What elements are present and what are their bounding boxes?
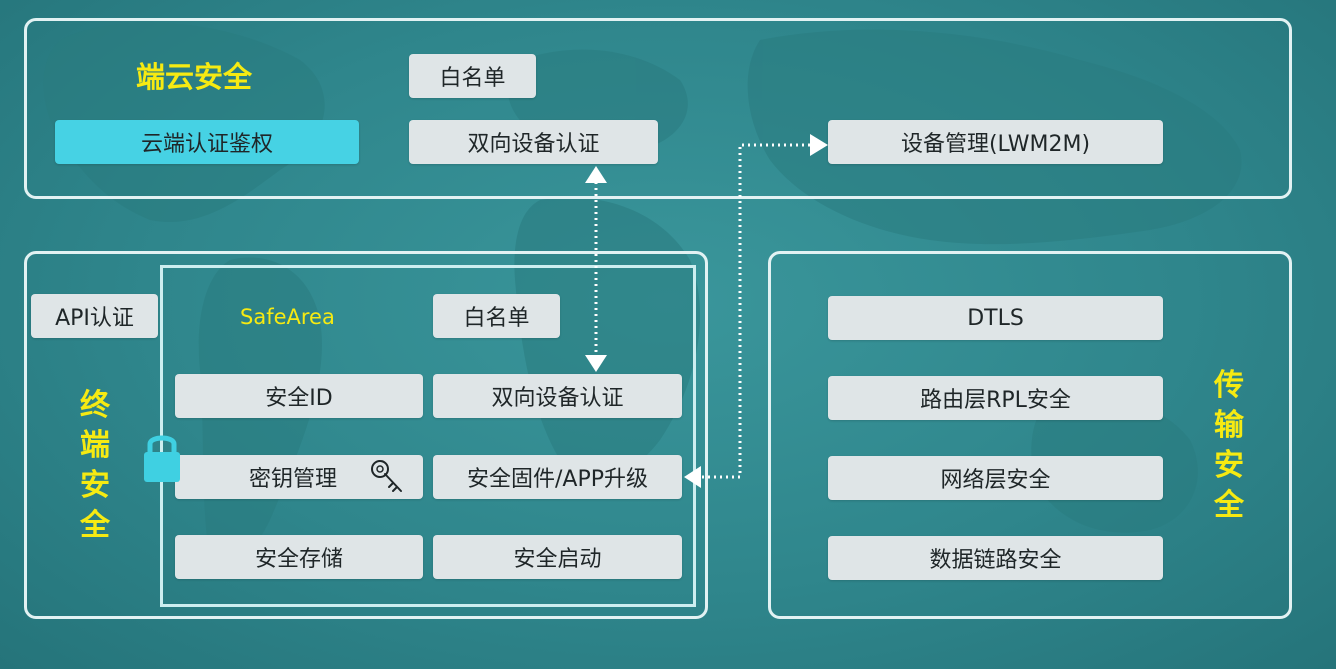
secure-id-box: 安全ID <box>175 374 423 418</box>
cloud-auth-box: 云端认证鉴权 <box>55 120 359 164</box>
secure-firmware-upgrade-box: 安全固件/APP升级 <box>433 455 682 499</box>
terminal-whitelist-box: 白名单 <box>433 294 560 338</box>
transport-item-data-link: 数据链路安全 <box>828 536 1163 580</box>
cloud-mutual-auth-box: 双向设备认证 <box>409 120 658 164</box>
transport-item-network-layer: 网络层安全 <box>828 456 1163 500</box>
key-icon <box>371 460 402 492</box>
secure-storage-box: 安全存储 <box>175 535 423 579</box>
api-auth-box: API认证 <box>31 294 158 338</box>
transport-item-rpl: 路由层RPL安全 <box>828 376 1163 420</box>
cloud-whitelist-box: 白名单 <box>409 54 536 98</box>
key-management-box: 密钥管理 <box>175 455 423 499</box>
safearea-label: SafeArea <box>240 305 335 329</box>
transport-item-dtls: DTLS <box>828 296 1163 340</box>
cloud-security-title: 端云安全 <box>136 60 253 94</box>
secure-boot-box: 安全启动 <box>433 535 682 579</box>
terminal-mutual-auth-box: 双向设备认证 <box>433 374 682 418</box>
terminal-security-title: 终端安全 <box>80 388 110 543</box>
cloud-security-panel <box>24 18 1292 199</box>
lock-icon <box>144 435 180 482</box>
key-management-label: 密钥管理 <box>249 467 338 492</box>
device-management-box: 设备管理(LWM2M) <box>828 120 1163 164</box>
transport-security-title: 传输安全 <box>1214 368 1244 523</box>
